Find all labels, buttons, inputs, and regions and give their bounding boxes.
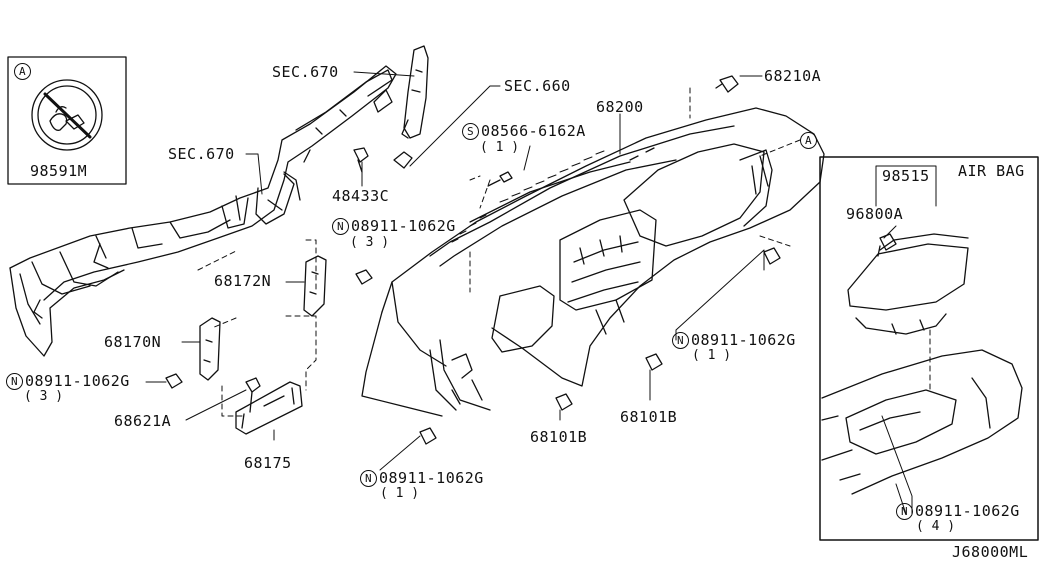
fastener-s-08566-qty: ( 1 ) <box>480 140 520 155</box>
bolt-68621a <box>245 377 261 413</box>
clip-68101b-a <box>555 393 573 411</box>
part-68210a: 68210A <box>764 67 822 85</box>
fastener-n-top-qty: ( 3 ) <box>350 235 390 250</box>
bracket-68170n <box>199 317 221 381</box>
clip-68101b-b <box>645 353 663 371</box>
instrument-panel <box>361 107 825 417</box>
airbag-dash-section <box>821 349 1023 495</box>
label-sec660: SEC.660 <box>504 77 571 95</box>
fastener-n-bottom-qty: ( 1 ) <box>380 486 420 501</box>
bracket-68172n <box>303 255 327 317</box>
part-68621a: 68621A <box>114 412 172 430</box>
part-68170n: 68170N <box>104 333 162 351</box>
part-68101b-a: 68101B <box>530 428 588 446</box>
clip-bottom <box>419 427 437 445</box>
clip-right <box>763 247 781 265</box>
fastener-n-right-qty: ( 1 ) <box>692 348 732 363</box>
steering-member-frame <box>9 65 397 357</box>
inset-airbag-title: AIR BAG <box>958 162 1025 180</box>
fastener-n-airbag-qty: ( 4 ) <box>916 519 956 534</box>
callout-a: A <box>800 132 819 149</box>
part-68172n: 68172N <box>214 272 272 290</box>
bracket-68175 <box>235 381 303 435</box>
bolt-48433c <box>353 147 369 173</box>
part-98515: 98515 <box>882 167 930 185</box>
inset-a-frame <box>7 56 127 185</box>
clip-68210a <box>715 75 739 93</box>
part-68175: 68175 <box>244 454 292 472</box>
screw-08566 <box>487 171 513 187</box>
label-sec670-top: SEC.670 <box>272 63 339 81</box>
diagram-id: J68000ML <box>952 543 1029 561</box>
inset-airbag-frame <box>819 156 1039 541</box>
nut-top <box>355 269 373 285</box>
upper-bracket <box>393 45 429 169</box>
part-68200: 68200 <box>596 98 644 116</box>
nut-left <box>165 373 183 389</box>
part-68101b-b: 68101B <box>620 408 678 426</box>
part-96800a: 96800A <box>846 205 904 223</box>
fastener-n-left-qty: ( 3 ) <box>24 389 64 404</box>
airbag-warning-label-icon <box>31 79 103 151</box>
part-98591m: 98591M <box>30 162 88 180</box>
part-48433c: 48433C <box>332 187 390 205</box>
inset-a-marker: A <box>14 63 33 80</box>
airbag-module <box>847 233 969 335</box>
label-sec670-left: SEC.670 <box>168 145 235 163</box>
